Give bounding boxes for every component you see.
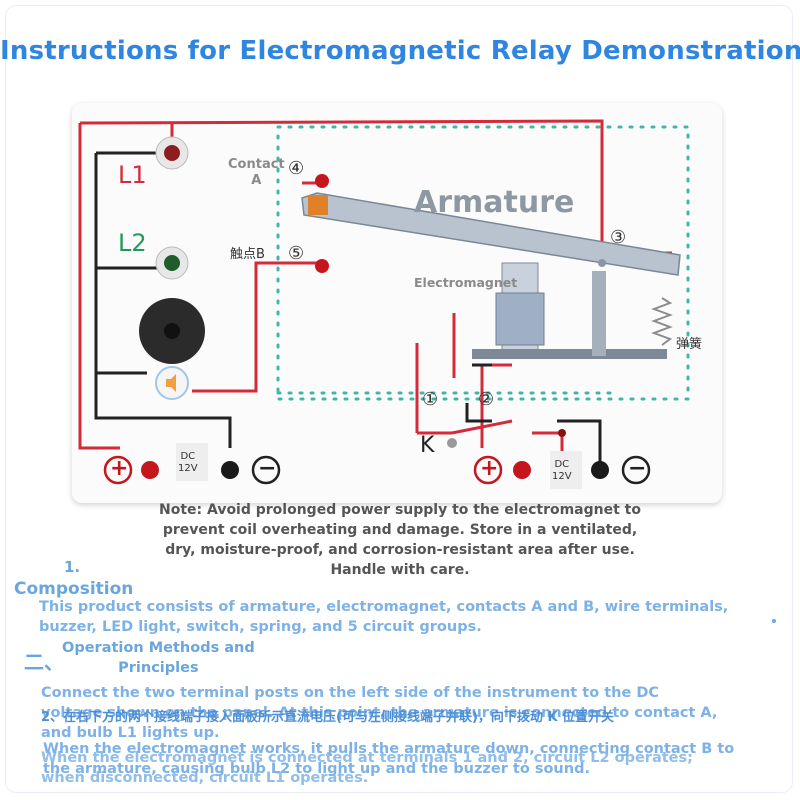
plus-sign-left: + xyxy=(110,456,129,481)
electromagnet-label: Electromagnet xyxy=(414,275,518,290)
spring xyxy=(651,297,673,346)
dc-box-left xyxy=(176,443,208,481)
plus-sign-right: + xyxy=(480,456,499,481)
dc-label-left: DC 12V xyxy=(178,451,198,474)
dc-box-right xyxy=(550,451,582,489)
electromagnet-coil xyxy=(495,292,545,346)
contact-a-label: Contact A xyxy=(228,157,285,188)
minus-sign-left: − xyxy=(258,456,277,481)
section1-title: Composition xyxy=(14,579,134,599)
relay-board: L1 L2 Contact A 触点B ④ ⑤ ③ ① ② Armature E… xyxy=(72,103,722,503)
plus-circle-right xyxy=(473,455,503,485)
switch-k xyxy=(447,438,457,448)
section2-title: Operation Methods and Principles xyxy=(62,640,255,676)
armature-pivot xyxy=(598,259,606,267)
care-note: Note: Avoid prolonged power supply to th… xyxy=(158,502,641,578)
section1-body: This product consists of armature, elect… xyxy=(39,599,729,635)
section2-paragraph3: When the electromagnet is connected at t… xyxy=(41,750,693,786)
armature-bar xyxy=(301,192,681,276)
decor-dot xyxy=(772,619,776,623)
l2-label: L2 xyxy=(118,229,147,257)
section2-paragraph2: When the electromagnet works, it pulls t… xyxy=(43,741,735,777)
minus-circle-right xyxy=(621,455,651,485)
section2-paragraph1: Connect the two terminal posts on the le… xyxy=(41,685,718,741)
section2-number: 二、 xyxy=(24,650,64,674)
board-diagram xyxy=(78,119,690,489)
plus-circle-left xyxy=(103,455,133,485)
section1-number: 1. xyxy=(64,558,81,576)
black-terminals xyxy=(221,461,609,479)
terminal-4: ④ xyxy=(288,158,305,179)
red-terminals xyxy=(141,174,531,479)
page-title: Instructions for Electromagnetic Relay D… xyxy=(0,36,800,66)
dc-label-right: DC 12V xyxy=(552,459,572,482)
contact-b-label: 触点B xyxy=(230,247,265,262)
switch-k-label: K xyxy=(420,433,435,458)
terminal-5: ⑤ xyxy=(288,243,305,264)
armature-label: Armature xyxy=(414,185,575,220)
l1-label: L1 xyxy=(118,161,147,189)
terminal-3: ③ xyxy=(610,227,627,248)
black-wires xyxy=(94,151,602,475)
indicator-led xyxy=(558,429,566,437)
minus-circle-left xyxy=(251,455,281,485)
yoke-post xyxy=(592,271,606,356)
spring-label: 弹簧 xyxy=(676,337,703,352)
terminal-1: ① xyxy=(422,389,439,410)
yoke-bottom xyxy=(472,349,667,359)
contact-a-tip xyxy=(308,195,328,215)
minus-sign-right: − xyxy=(628,456,647,481)
terminal-2: ② xyxy=(478,389,495,410)
section2-chinese-step: 2、在右下方的两个接线端子接入面板所示直流电压(可与左侧接线端子并联)，向下拨动… xyxy=(41,710,615,725)
